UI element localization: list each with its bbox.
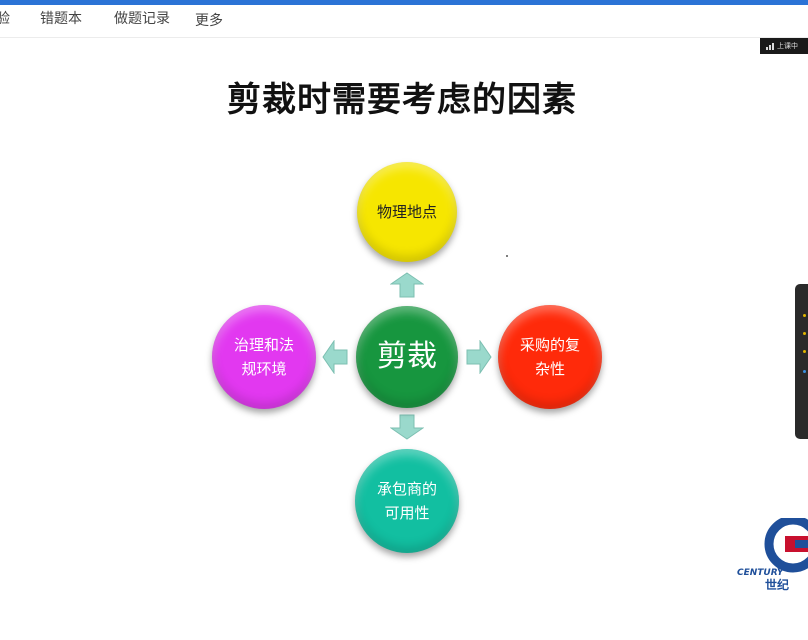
toolbar-dot-icon[interactable] — [803, 350, 806, 353]
factor-procurement-complexity-label: 采购的复 杂性 — [519, 336, 580, 378]
center-tailoring: 剪裁 — [356, 306, 458, 408]
century-logo-graphic — [764, 515, 808, 573]
top-nav-bar: 验 错题本 做题记录 更多 — [0, 5, 808, 38]
nav-item-exam[interactable]: 验 — [0, 11, 10, 27]
logo-text-latin: CENTURY — [737, 568, 784, 578]
nav-item-wrong-questions[interactable]: 错题本 — [40, 11, 82, 27]
live-status-badge: 上课中 — [760, 38, 808, 54]
arrow-down-icon — [390, 414, 424, 440]
floating-side-toolbar[interactable] — [795, 284, 808, 439]
logo-text-cn: 世纪 — [765, 578, 790, 592]
century-logo: CENTURY 世纪 — [737, 515, 808, 592]
factor-governance-regulatory: 治理和法 规环境 — [212, 305, 316, 409]
center-tailoring-label: 剪裁 — [377, 339, 437, 374]
factor-contractor-availability-label: 承包商的 可用性 — [376, 480, 437, 522]
arrow-left-icon — [322, 340, 348, 374]
signal-bars-icon — [766, 42, 774, 50]
factor-governance-regulatory-label: 治理和法 规环境 — [233, 336, 294, 378]
nav-item-practice-records[interactable]: 做题记录 — [114, 11, 170, 27]
toolbar-dot-icon[interactable] — [803, 314, 806, 317]
factor-contractor-availability: 承包商的 可用性 — [355, 449, 459, 553]
arrow-up-icon — [390, 272, 424, 298]
slide-title: 剪裁时需要考虑的因素 — [227, 80, 577, 120]
arrow-right-icon — [466, 340, 492, 374]
top-accent-bar — [0, 0, 808, 5]
stray-dot — [506, 255, 508, 257]
toolbar-dot-icon[interactable] — [803, 332, 806, 335]
toolbar-dot-icon[interactable] — [803, 370, 806, 373]
factor-physical-location-label: 物理地点 — [376, 203, 437, 221]
nav-item-more[interactable]: 更多 — [195, 13, 223, 29]
factor-procurement-complexity: 采购的复 杂性 — [498, 305, 602, 409]
live-status-label: 上课中 — [777, 42, 798, 50]
factor-physical-location: 物理地点 — [357, 162, 457, 262]
